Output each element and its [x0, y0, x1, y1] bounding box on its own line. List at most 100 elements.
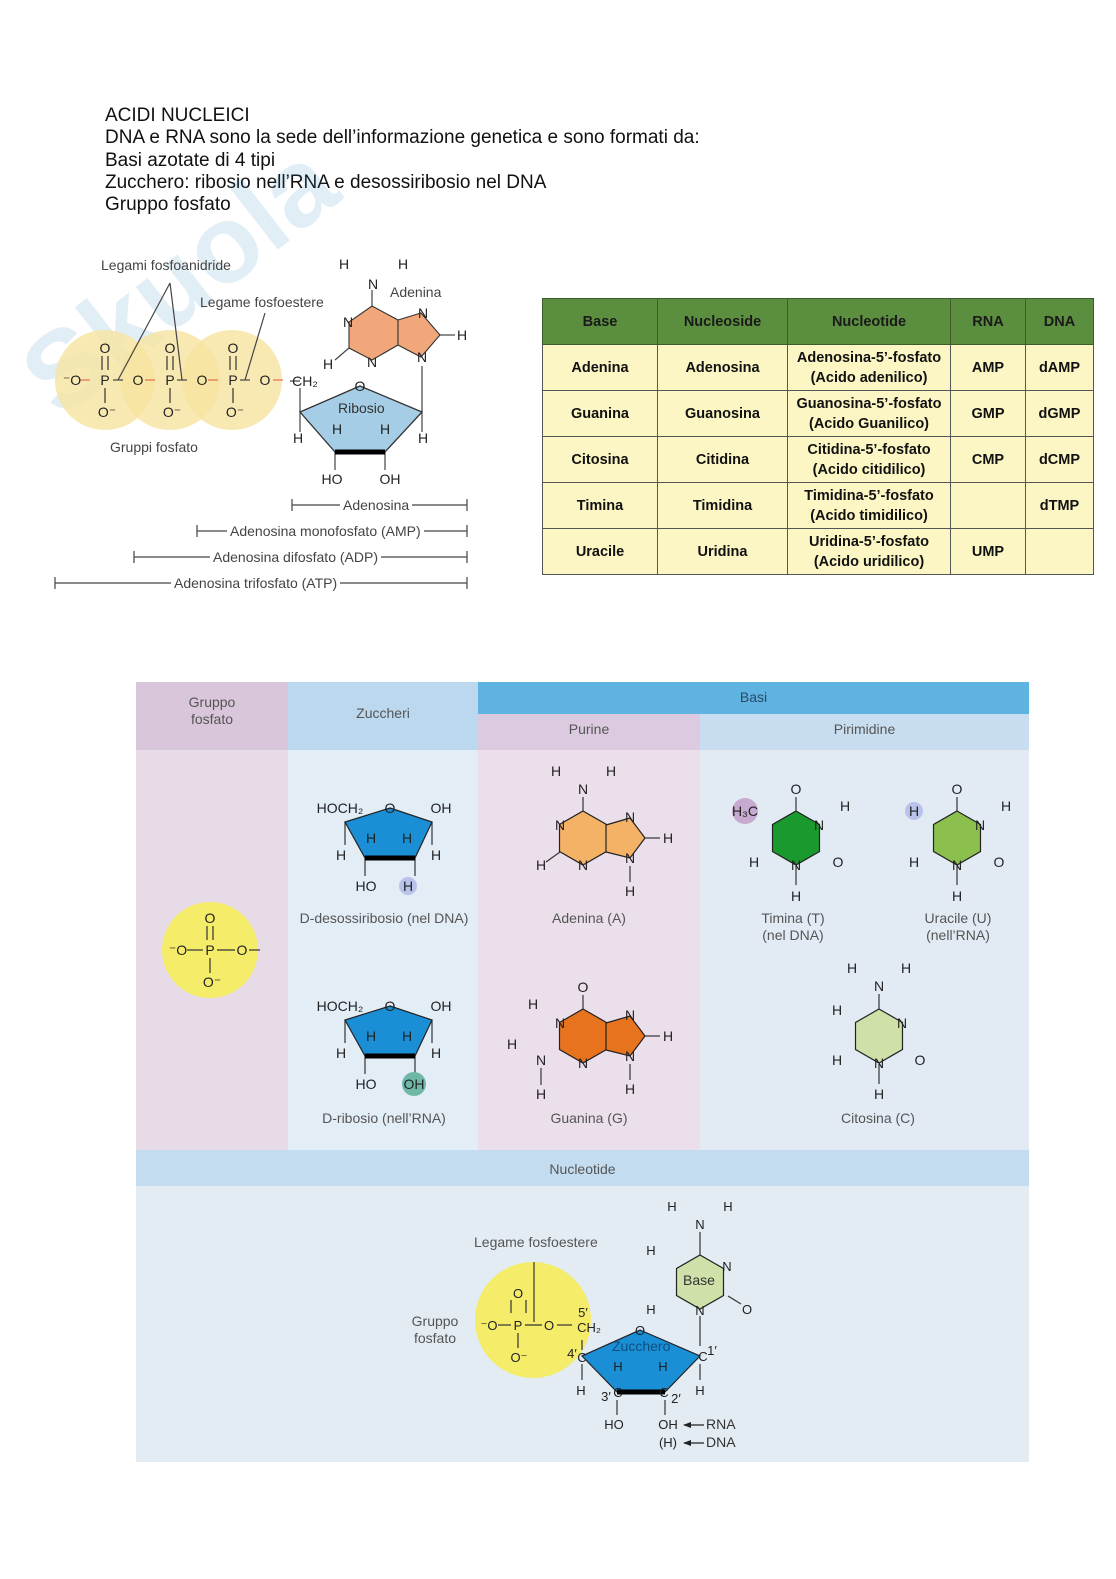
- phosphate-group-circle: [162, 902, 258, 998]
- atom-oh: OH: [404, 1076, 425, 1092]
- intro-line: Gruppo fosfato: [105, 194, 231, 216]
- thymine-note: (nel DNA): [762, 927, 824, 943]
- header-dna: DNA: [1025, 298, 1094, 345]
- atom-ch2: CH₂: [577, 1320, 601, 1335]
- cell-rna: UMP: [950, 528, 1026, 575]
- col-pyrimidines: Pirimidine: [833, 721, 896, 737]
- atom-h: H: [667, 1199, 676, 1214]
- acid-name: (Acido adenilico): [810, 369, 928, 386]
- atom-h: H: [791, 888, 801, 904]
- atom-h: H: [431, 847, 441, 863]
- atom-mo: ⁻O: [169, 942, 187, 958]
- atom-h: H: [749, 854, 759, 870]
- atom-n: N: [722, 1259, 731, 1274]
- uracil-name: Uracile (U): [924, 910, 992, 926]
- cell-rna: CMP: [950, 436, 1026, 483]
- atom-c: C: [698, 1349, 707, 1364]
- label-adenina: Adenina: [390, 284, 442, 300]
- atom-o: O: [544, 1318, 554, 1333]
- nucleotide-table: Base Nucleoside Nucleotide RNA DNA Adeni…: [542, 298, 1094, 575]
- atom-p: P: [205, 942, 214, 958]
- atom-h: H: [398, 256, 408, 272]
- atom-n: N: [791, 857, 801, 873]
- atom-ho: HO: [356, 878, 377, 894]
- acid-name: (Acido timidilico): [810, 507, 928, 524]
- atp-diagram: [54, 282, 468, 589]
- cell-base: Uracile: [542, 528, 658, 575]
- header-base: Base: [542, 298, 658, 345]
- atom-n: N: [874, 978, 884, 994]
- adenine-ring: [348, 305, 399, 361]
- atom-o: O: [228, 340, 239, 356]
- thymine-methyl-highlight: [732, 798, 758, 824]
- atom-ch2: CH₂: [292, 373, 318, 389]
- cell-nucleoside: Citidina: [657, 436, 788, 483]
- nucleotide-phosphate-circle: [475, 1262, 591, 1378]
- phosphate-group-bg: [182, 330, 282, 430]
- atom-n: N: [874, 1055, 884, 1071]
- atom-ho: HO: [322, 471, 343, 487]
- atom-n: N: [368, 276, 378, 292]
- label-dna: DNA: [706, 1434, 736, 1450]
- intro-line: Zucchero: ribosio nell’RNA e desossiribo…: [105, 171, 547, 193]
- col-bases: Basi: [739, 689, 768, 705]
- atom-n: N: [417, 349, 427, 365]
- atom-n: N: [555, 817, 565, 833]
- acid-name: (Acido Guanilico): [808, 415, 930, 432]
- ribose-oh-highlight: [402, 1072, 426, 1096]
- cell-dna: dTMP: [1025, 482, 1094, 529]
- atom-hoch2: HOCH₂: [317, 998, 364, 1014]
- cell-dna: [1025, 528, 1094, 575]
- atom-h: H: [625, 1081, 635, 1097]
- intro-text: ACIDI NUCLEICI DNA e RNA sono la sede de…: [105, 105, 700, 216]
- label-gruppo-fosfato: Gruppo fosfato: [411, 1313, 459, 1346]
- nucleotide-header-bar: [136, 1150, 1029, 1186]
- atom-h: H: [576, 1383, 585, 1398]
- acid-name: (Acido citidilico): [812, 461, 926, 478]
- atom-n: N: [695, 1217, 704, 1232]
- atom-h: H: [332, 421, 342, 437]
- atom-h: H: [909, 803, 919, 819]
- bond-line: [727, 1295, 742, 1305]
- atom-p: P: [514, 1318, 523, 1333]
- atom-h: H: [528, 996, 538, 1012]
- atom-h: H: [663, 830, 673, 846]
- atom-mo: ⁻O: [63, 372, 81, 388]
- atom-o: O: [915, 1052, 926, 1068]
- atom-n: N: [625, 1048, 635, 1064]
- label-zucchero: Zucchero: [612, 1338, 671, 1354]
- atom-h: H: [366, 830, 376, 846]
- atom-n: N: [418, 305, 428, 321]
- atom-h: H: [551, 763, 561, 779]
- header-nucleotide: Nucleotide: [787, 298, 951, 345]
- atom-n: N: [578, 857, 588, 873]
- cell-base: Adenina: [542, 344, 658, 391]
- atom-h: H: [625, 883, 635, 899]
- header-rna: RNA: [950, 298, 1026, 345]
- atom-mo: ⁻O: [481, 1318, 498, 1333]
- label-legame-fosfoestere: Legame fosfoestere: [200, 294, 324, 310]
- label-rna: RNA: [706, 1416, 736, 1432]
- atom-h: H: [323, 356, 333, 372]
- bases-header-bar: [478, 682, 1029, 714]
- nucleotide-name: Adenosina-5’-fosfato: [796, 349, 942, 366]
- atom-om: O⁻: [98, 404, 116, 420]
- atom-h: H: [536, 1086, 546, 1102]
- atom-om: O⁻: [203, 974, 221, 990]
- label-deoxyribose: D-desossiribosio (nel DNA): [299, 910, 469, 926]
- atom-h: H: [874, 1086, 884, 1102]
- atom-n: N: [536, 1052, 546, 1068]
- atom-o: O: [385, 800, 396, 816]
- atom-h: H: [339, 256, 349, 272]
- atom-c4: 4′: [567, 1346, 577, 1361]
- cell-base: Citosina: [542, 436, 658, 483]
- uracil-note: (nell’RNA): [926, 927, 990, 943]
- atom-ho: HO: [356, 1076, 377, 1092]
- cell-nucleoside: Uridina: [657, 528, 788, 575]
- atom-om: O⁻: [163, 404, 181, 420]
- atom-h: H: [847, 960, 857, 976]
- atom-p: P: [100, 372, 109, 388]
- atom-o: O: [165, 340, 176, 356]
